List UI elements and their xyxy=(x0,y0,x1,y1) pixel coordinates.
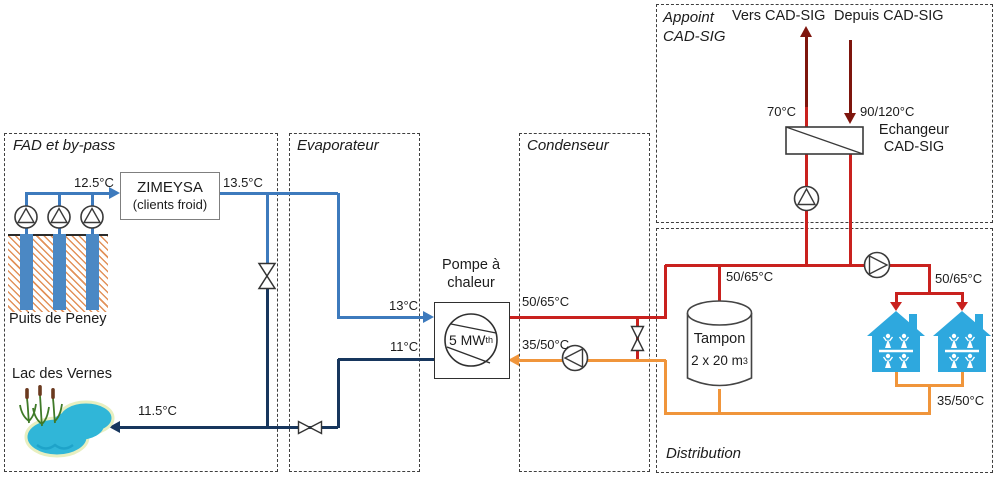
pump-icon-well-1 xyxy=(14,205,38,229)
pipe-evap-supply-horizontal xyxy=(338,315,424,319)
zone-condenseur xyxy=(519,133,650,472)
pump-icon-exchanger xyxy=(793,185,820,212)
temp-condenser-return: 35/50°C xyxy=(522,337,570,352)
arrowhead-to-lake xyxy=(109,421,120,433)
pump-icon-distribution xyxy=(863,251,891,279)
arrowhead-into-house1 xyxy=(890,302,902,311)
pipe-condenser-return xyxy=(519,358,666,362)
valve-icon-condenser-bypass xyxy=(629,325,645,351)
pipe-well-drop-3 xyxy=(90,228,94,236)
pipe-tank-return xyxy=(717,389,721,413)
pipe-house1-feed xyxy=(894,293,898,303)
pipe-well-header xyxy=(25,191,110,195)
zone-label-appoint: Appoint CAD-SIG xyxy=(663,9,726,45)
temp-lake-return: 11.5°C xyxy=(138,403,177,418)
buffer-tank-icon xyxy=(686,300,753,387)
zimeysa-client-box: ZIMEYSA (clients froid) xyxy=(120,172,220,220)
pipe-house1-return xyxy=(894,371,898,385)
lake-icon xyxy=(19,385,115,458)
pipe-well-stub-1 xyxy=(24,193,28,206)
pipe-hp-hot-supply xyxy=(508,315,667,319)
arrowhead-into-heatpump xyxy=(423,311,434,323)
vers-cadsig-label: Vers CAD-SIG xyxy=(732,8,826,24)
well-bore-1 xyxy=(20,234,33,310)
temp-houses-supply: 50/65°C xyxy=(935,271,983,286)
lake-label: Lac des Vernes xyxy=(12,366,112,382)
pipe-tank-supply xyxy=(717,265,721,301)
zone-appoint-cadsig xyxy=(656,4,993,223)
pipe-houses-drop xyxy=(927,265,931,294)
pipe-bypass-upper xyxy=(265,193,269,264)
valve-icon-lake-return xyxy=(297,419,323,435)
zimeysa-name: ZIMEYSA xyxy=(137,178,203,196)
exchanger-label: Echangeur CAD-SIG xyxy=(878,122,950,155)
zone-label-evaporateur: Evaporateur xyxy=(297,137,379,154)
exchanger-icon xyxy=(785,126,864,155)
pump-icon-well-2 xyxy=(47,205,71,229)
compressor-icon xyxy=(444,313,498,367)
temp-houses-return: 35/50°C xyxy=(937,393,985,408)
heat-pump-title: Pompe à chaleur xyxy=(441,257,501,291)
valve-icon-bypass xyxy=(257,262,277,290)
pipe-vers-cadsig xyxy=(804,36,808,107)
house-icon-2 xyxy=(933,311,991,372)
reeds-icon xyxy=(19,385,63,427)
well-bore-3 xyxy=(86,234,99,310)
zone-label-distribution: Distribution xyxy=(666,445,742,462)
well-bore-2 xyxy=(53,234,66,310)
pipe-hp-cold-return-vertical xyxy=(336,359,340,428)
zone-fad-bypass xyxy=(4,133,278,472)
tank-label: Tampon xyxy=(693,331,746,347)
pipe-well-stub-2 xyxy=(57,193,61,206)
arrowhead-vers-cadsig xyxy=(800,26,812,37)
arrowhead-into-house2 xyxy=(956,302,968,311)
pump-icon-condenser-return xyxy=(561,344,589,372)
temp-evap-out: 11°C xyxy=(390,339,419,354)
temp-well-supply: 12.5°C xyxy=(74,175,114,190)
zimeysa-subtitle: (clients froid) xyxy=(132,197,208,213)
pipe-houses-return-merge xyxy=(894,383,964,387)
pipe-well-stub-3 xyxy=(90,193,94,206)
temp-zimeysa-out: 13.5°C xyxy=(223,175,263,190)
zone-label-fad: FAD et by-pass xyxy=(13,137,116,154)
temp-evap-in: 13°C xyxy=(389,298,419,313)
pipe-hp-cold-return-horizontal xyxy=(338,357,434,361)
pipe-well-drop-2 xyxy=(57,228,61,236)
pipe-lake-return xyxy=(119,425,338,429)
family-icon xyxy=(945,333,979,368)
pipe-houses-split xyxy=(894,291,964,295)
family-icon xyxy=(879,333,913,368)
zone-label-condenseur: Condenseur xyxy=(527,137,609,154)
temp-exchanger-supply: 70°C xyxy=(767,104,797,119)
pipe-houses-return-drop xyxy=(927,385,931,413)
pipe-house2-feed xyxy=(960,293,964,303)
wells-label: Puits de Peney xyxy=(9,311,107,327)
pipe-house2-return xyxy=(960,371,964,385)
pipe-distribution-main xyxy=(665,263,931,267)
house-icon-1 xyxy=(867,311,925,372)
pipe-exchanger-supply-top xyxy=(804,106,808,127)
zone-distribution xyxy=(656,228,993,473)
zone-evaporateur xyxy=(289,133,420,472)
pipe-zimeysa-out xyxy=(218,191,338,195)
depuis-cadsig-label: Depuis CAD-SIG xyxy=(834,8,944,24)
pipe-evap-supply-vertical xyxy=(336,193,340,319)
temp-tank-supply: 50/65°C xyxy=(726,269,774,284)
pipe-return-riser xyxy=(663,360,667,413)
pipe-exchanger-return xyxy=(848,154,852,266)
arrowhead-into-condenser xyxy=(508,354,519,366)
arrowhead-depuis-cadsig xyxy=(844,113,856,124)
pipe-return-main xyxy=(663,411,931,415)
pipe-bypass-lower xyxy=(265,288,269,428)
temp-exchanger-from: 90/120°C xyxy=(860,104,915,119)
pipe-distribution-riser xyxy=(663,265,667,317)
temp-condenser-supply: 50/65°C xyxy=(522,294,570,309)
pump-icon-well-3 xyxy=(80,205,104,229)
pipe-well-drop-1 xyxy=(24,228,28,236)
arrowhead-into-zimeysa xyxy=(109,187,120,199)
pipe-depuis-cadsig xyxy=(848,40,852,114)
